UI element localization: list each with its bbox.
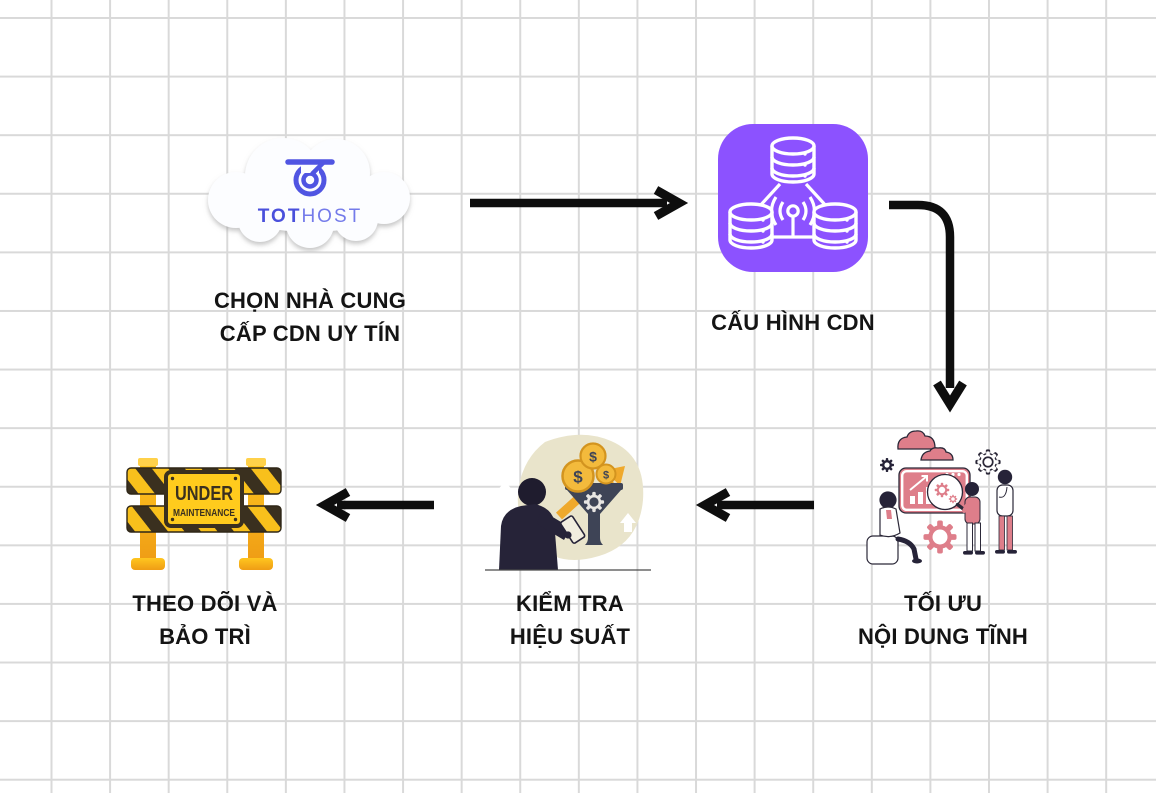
provider-label: CHỌN NHÀ CUNG CẤP CDN UY TÍN bbox=[185, 284, 435, 350]
up-arrow-icon-right bbox=[620, 513, 636, 532]
arrow-optimize-to-test bbox=[692, 487, 822, 528]
database-icon-top bbox=[770, 136, 816, 184]
performance-funnel-illustration: $ $ $ bbox=[483, 428, 653, 576]
barrier-feet bbox=[131, 558, 273, 570]
gear-icon-rose bbox=[923, 520, 957, 554]
provider-label-line1: CHỌN NHÀ CUNG bbox=[213, 288, 407, 313]
maintain-label-line2: BẢO TRÌ bbox=[159, 624, 251, 649]
optimize-label: TỐI ƯU NỘI DUNG TĨNH bbox=[818, 587, 1068, 653]
sign-text-under: UNDER bbox=[175, 483, 233, 505]
svg-text:$: $ bbox=[589, 449, 597, 465]
provider-cloud-illustration: TOTHOST bbox=[188, 130, 432, 252]
person-with-tablet bbox=[499, 478, 586, 570]
optimize-label-line1: TỐI ƯU bbox=[903, 591, 983, 616]
up-arrow-icon-left bbox=[497, 481, 513, 500]
configure-label: CẤU HÌNH CDN bbox=[668, 306, 918, 339]
sign-text-maintenance: MAINTENANCE bbox=[173, 507, 235, 519]
arrow-configure-to-optimize bbox=[880, 190, 972, 423]
person-thinking bbox=[995, 469, 1017, 554]
database-icon-right bbox=[812, 202, 858, 250]
gear-icon-dark bbox=[880, 458, 894, 472]
test-label-line2: HIỆU SUẤT bbox=[509, 624, 631, 649]
database-icon-left bbox=[728, 202, 774, 250]
svg-text:$: $ bbox=[573, 468, 583, 487]
test-label: KIỂM TRA HIỆU SUẤT bbox=[445, 587, 695, 653]
cloud-icon bbox=[897, 430, 936, 450]
maintenance-sign: UNDER MAINTENANCE bbox=[164, 470, 244, 528]
gear-icon-outline bbox=[975, 449, 1001, 475]
arrow-test-to-maintain bbox=[312, 487, 442, 528]
svg-text:TOTHOST: TOTHOST bbox=[258, 206, 362, 227]
tothost-logo: TOTHOST bbox=[258, 159, 362, 227]
svg-text:$: $ bbox=[603, 470, 609, 482]
configure-label-line1: CẤU HÌNH CDN bbox=[711, 310, 875, 335]
magnifier-gears-icon bbox=[926, 473, 968, 513]
maintain-label: THEO DÕI VÀ BẢO TRÌ bbox=[80, 587, 330, 653]
optimize-label-line2: NỘI DUNG TĨNH bbox=[857, 624, 1029, 649]
maintenance-barrier-illustration: UNDER MAINTENANCE bbox=[124, 454, 284, 574]
dollar-coins-icon: $ $ $ bbox=[561, 442, 617, 493]
tothost-logo-icon bbox=[285, 159, 335, 197]
logo-text-bold: TOT bbox=[258, 206, 302, 227]
provider-label-line2: CẤP CDN UY TÍN bbox=[219, 321, 401, 346]
person-sitting bbox=[866, 491, 922, 565]
cdn-configure-icon bbox=[718, 124, 868, 272]
logo-text-light: HOST bbox=[301, 206, 362, 227]
optimize-team-illustration bbox=[860, 421, 1025, 569]
test-label-line1: KIỂM TRA bbox=[516, 591, 624, 616]
arrow-provider-to-configure bbox=[460, 183, 695, 228]
cloud-icon-small bbox=[920, 447, 954, 461]
person-pointing bbox=[962, 482, 985, 555]
maintain-label-line1: THEO DÕI VÀ bbox=[132, 591, 278, 616]
